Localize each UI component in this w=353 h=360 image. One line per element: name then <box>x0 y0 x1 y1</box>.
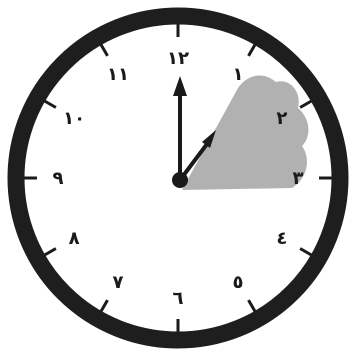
clock-numeral: ٥ <box>233 272 244 293</box>
clock-numeral: ٢ <box>276 108 287 129</box>
clock-numeral: ١٠ <box>63 108 85 129</box>
clock-numeral: ٣ <box>293 168 304 189</box>
clock-numeral: ١٢ <box>167 48 189 69</box>
clock-numeral: ١ <box>233 64 244 85</box>
clock-numeral: ٧ <box>113 272 124 293</box>
clock-numeral: ٨ <box>69 228 80 249</box>
clock-numeral: ٩ <box>53 168 64 189</box>
center-pivot <box>172 172 188 188</box>
clock-numeral: ٦ <box>173 288 184 309</box>
clock-numeral: ٤ <box>276 228 287 249</box>
clock-numeral: ١١ <box>107 64 129 85</box>
